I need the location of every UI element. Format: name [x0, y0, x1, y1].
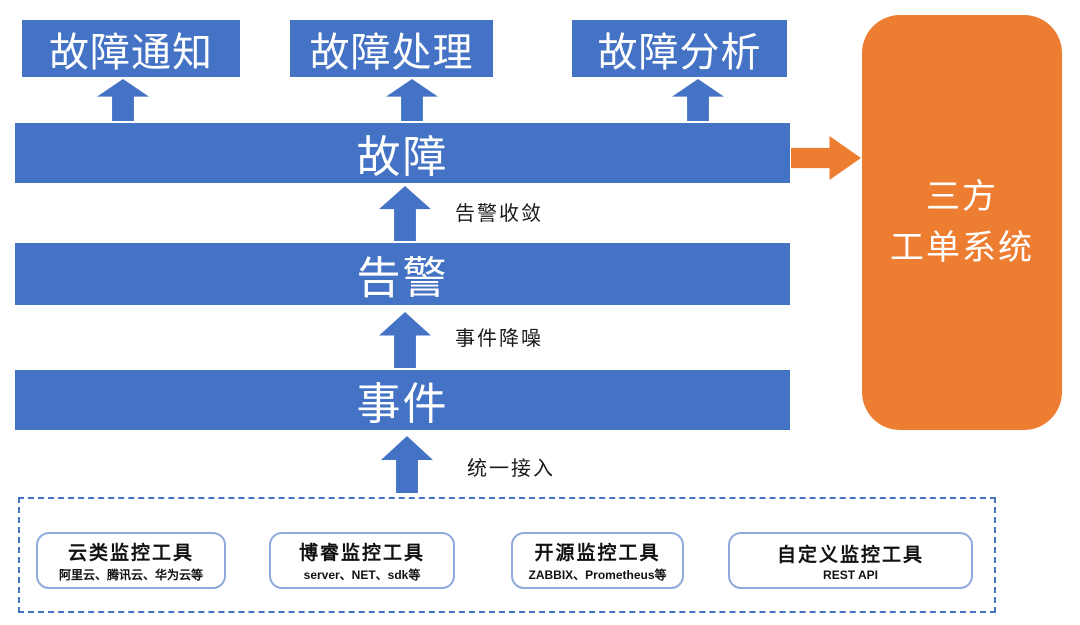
right-arrow-icon	[791, 136, 861, 180]
event-noise-reduction-label: 事件降噪	[455, 328, 543, 350]
fault-notification-box: 故障通知	[22, 20, 240, 77]
monitoring-tools-container: 云类监控工具 阿里云、腾讯云、华为云等 博睿监控工具 server、NET、sd…	[18, 497, 996, 613]
cloud-monitoring-tools-box: 云类监控工具 阿里云、腾讯云、华为云等	[36, 532, 226, 589]
up-arrow-icon	[379, 312, 431, 368]
up-arrow-icon	[379, 186, 431, 241]
side-system-line2: 工单系统	[890, 228, 1034, 267]
up-arrow-icon	[386, 79, 438, 121]
tool-subtitle: 阿里云、腾讯云、华为云等	[58, 568, 203, 582]
alert-convergence-label: 告警收敛	[455, 203, 543, 225]
event-layer-bar: 事件	[15, 370, 790, 430]
up-arrow-icon	[381, 436, 433, 493]
fault-layer-bar: 故障	[15, 123, 790, 183]
tool-subtitle: ZABBIX、Prometheus等	[528, 568, 667, 582]
side-system-line1: 三方	[926, 177, 998, 216]
custom-monitoring-tools-box: 自定义监控工具 REST API	[728, 532, 973, 589]
tool-title: 云类监控工具	[67, 543, 194, 564]
tool-subtitle: REST API	[823, 567, 878, 582]
opensource-monitoring-tools-box: 开源监控工具 ZABBIX、Prometheus等	[511, 532, 684, 589]
tool-title: 博睿监控工具	[298, 543, 425, 564]
fault-analysis-box: 故障分析	[572, 20, 787, 77]
up-arrow-icon	[97, 79, 149, 121]
tool-title: 自定义监控工具	[776, 544, 924, 566]
third-party-ticket-system-box: 三方 工单系统	[862, 15, 1062, 430]
unified-access-label: 统一接入	[467, 458, 555, 480]
up-arrow-icon	[672, 79, 724, 121]
tool-subtitle: server、NET、sdk等	[303, 568, 421, 582]
alert-layer-bar: 告警	[15, 243, 790, 305]
tool-title: 开源监控工具	[534, 543, 661, 564]
fault-handling-box: 故障处理	[290, 20, 493, 77]
bonree-monitoring-tools-box: 博睿监控工具 server、NET、sdk等	[269, 532, 455, 589]
